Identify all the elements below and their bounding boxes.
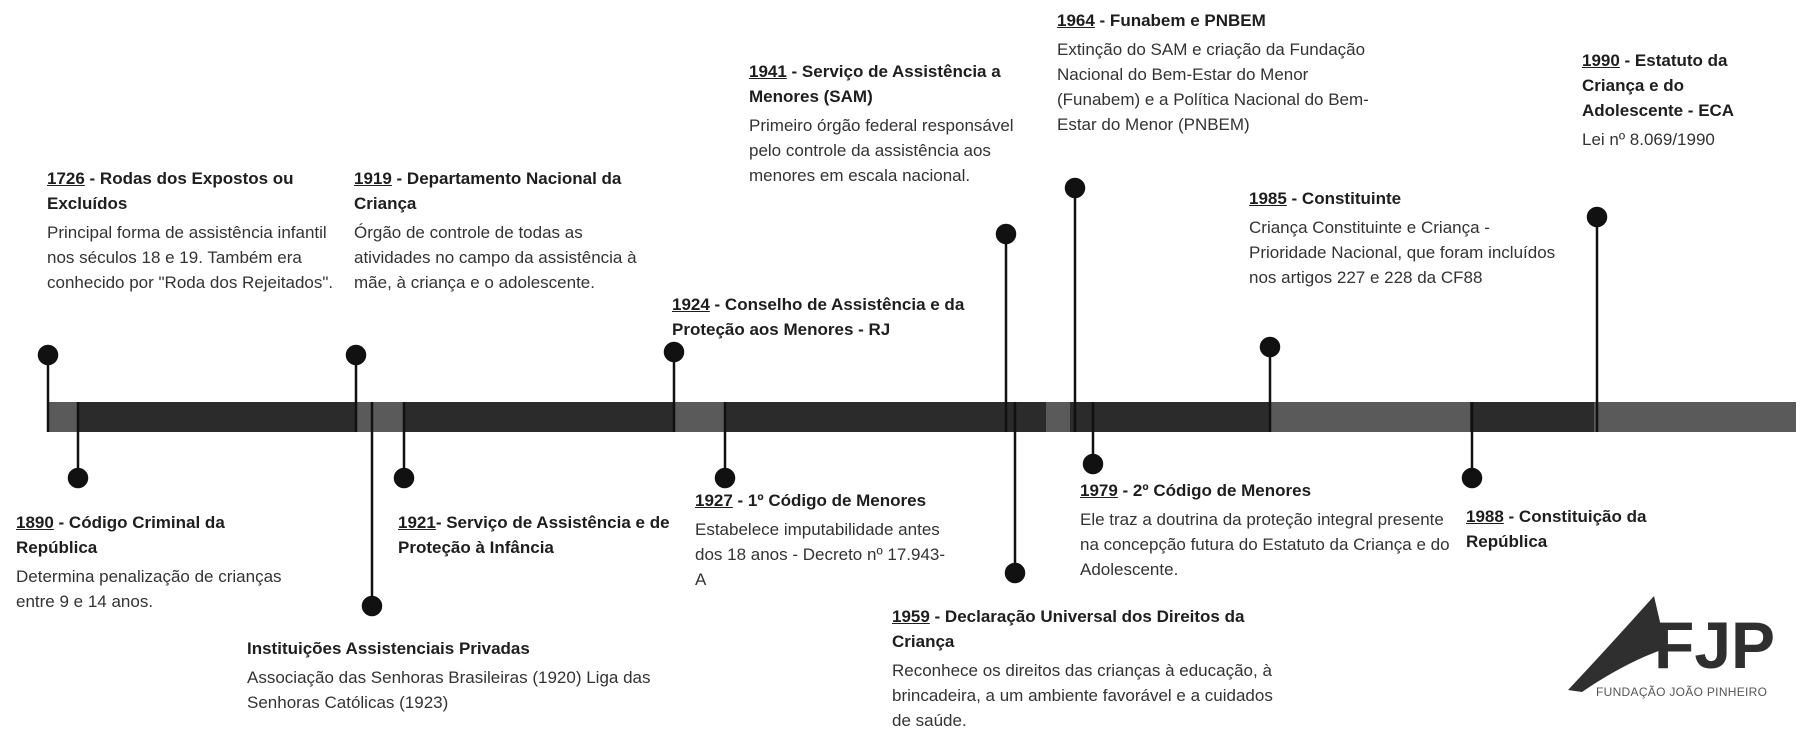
event-1919: 1919 - Departamento Nacional da Criança … [354, 166, 654, 295]
bar-segment [404, 402, 674, 432]
pin-1985 [1259, 336, 1281, 358]
event-title: - Conselho de Assistência e da Proteção … [672, 295, 965, 339]
bar-segment [674, 402, 726, 432]
pins-top [37, 177, 1608, 432]
bar-segment [48, 402, 78, 432]
event-title: - Constituinte [1286, 189, 1402, 208]
event-year: 1990 [1582, 51, 1620, 70]
event-year: 1941 [749, 62, 787, 81]
event-1921: 1921- Serviço de Assistência e de Proteç… [398, 510, 688, 564]
event-1726: 1726 - Rodas dos Expostos ou Excluídos P… [47, 166, 347, 295]
bar-segment [1594, 402, 1796, 432]
event-privadas: Instituições Assistenciais Privadas Asso… [247, 636, 667, 715]
event-title: - Constituição da República [1466, 507, 1647, 551]
event-year: 1890 [16, 513, 54, 532]
event-1979: 1979 - 2º Código de Menores Ele traz a d… [1080, 478, 1460, 582]
timeline-bar [48, 402, 1796, 432]
event-heading: 1990 - Estatuto da Criança e do Adolesce… [1582, 48, 1762, 123]
pin-privadas [361, 595, 383, 617]
event-1924: 1924 - Conselho de Assistência e da Prot… [672, 292, 1002, 346]
event-year: 1964 [1057, 11, 1095, 30]
event-heading: 1979 - 2º Código de Menores [1080, 478, 1460, 503]
bar-segment [1070, 402, 1270, 432]
event-1964: 1964 - Funabem e PNBEM Extinção do SAM e… [1057, 8, 1377, 137]
event-description: Ele traz a doutrina da proteção integral… [1080, 510, 1450, 579]
pin-1979 [1082, 453, 1104, 475]
event-heading: 1726 - Rodas dos Expostos ou Excluídos [47, 166, 347, 216]
event-description: Órgão de controle de todas as atividades… [354, 223, 637, 292]
event-description: Extinção do SAM e criação da Fundação Na… [1057, 40, 1369, 134]
event-title: - Serviço de Assistência a Menores (SAM) [749, 62, 1001, 106]
event-title: - 1º Código de Menores [732, 491, 927, 510]
pin-1964 [1064, 177, 1086, 199]
pin-1941 [995, 223, 1017, 245]
event-year: 1924 [672, 295, 710, 314]
event-1988: 1988 - Constituição da República [1466, 504, 1716, 558]
event-title: - Funabem e PNBEM [1094, 11, 1266, 30]
event-1985: 1985 - Constituinte Criança Constituinte… [1249, 186, 1564, 290]
pin-1890 [67, 467, 89, 489]
pin-1921 [393, 467, 415, 489]
pin-1927 [714, 467, 736, 489]
pins-bottom [67, 402, 1483, 617]
event-heading: Instituições Assistenciais Privadas [247, 636, 667, 661]
event-title: Instituições Assistenciais Privadas [247, 639, 530, 658]
event-heading: 1959 - Declaração Universal dos Direitos… [892, 604, 1282, 654]
bar-segment [78, 402, 356, 432]
event-description: Lei nº 8.069/1990 [1582, 130, 1715, 149]
bar-segment [356, 402, 404, 432]
event-description: Determina penalização de crianças entre … [16, 567, 282, 611]
event-title: - Serviço de Assistência e de Proteção à… [398, 513, 670, 557]
event-1941: 1941 - Serviço de Assistência a Menores … [749, 59, 1029, 188]
event-year: 1985 [1249, 189, 1287, 208]
fjp-logo: FJP [1568, 596, 1775, 692]
event-1990: 1990 - Estatuto da Criança e do Adolesce… [1582, 48, 1762, 152]
event-year: 1921 [398, 513, 436, 532]
event-title: - Estatuto da Criança e do Adolescente -… [1582, 51, 1735, 120]
pin-1924 [663, 341, 685, 363]
event-title: - Código Criminal da República [16, 513, 225, 557]
pin-1726 [37, 344, 59, 366]
event-year: 1919 [354, 169, 392, 188]
event-year: 1726 [47, 169, 85, 188]
event-description: Estabelece imputabilidade antes dos 18 a… [695, 520, 946, 589]
event-description: Criança Constituinte e Criança - Priorid… [1249, 218, 1556, 287]
event-title: - Declaração Universal dos Direitos da C… [892, 607, 1245, 651]
pin-1959 [1004, 562, 1026, 584]
event-heading: 1927 - 1º Código de Menores [695, 488, 955, 513]
event-1927: 1927 - 1º Código de Menores Estabelece i… [695, 488, 955, 592]
bar-segment [1270, 402, 1470, 432]
event-description: Primeiro órgão federal responsável pelo … [749, 116, 1014, 185]
event-heading: 1941 - Serviço de Assistência a Menores … [749, 59, 1029, 109]
event-heading: 1985 - Constituinte [1249, 186, 1564, 211]
event-heading: 1924 - Conselho de Assistência e da Prot… [672, 292, 1002, 342]
bar-segment [1046, 402, 1070, 432]
event-title: - Departamento Nacional da Criança [354, 169, 622, 213]
event-1959: 1959 - Declaração Universal dos Direitos… [892, 604, 1282, 733]
event-title: - 2º Código de Menores [1117, 481, 1312, 500]
bar-segment [1470, 402, 1594, 432]
logo-swoosh-icon [1568, 596, 1666, 692]
event-year: 1927 [695, 491, 733, 510]
event-heading: 1919 - Departamento Nacional da Criança [354, 166, 654, 216]
bar-segment [726, 402, 1046, 432]
event-title: - Rodas dos Expostos ou Excluídos [47, 169, 294, 213]
logo-subtitle: FUNDAÇÃO JOÃO PINHEIRO [1596, 685, 1768, 699]
event-heading: 1890 - Código Criminal da República [16, 510, 286, 560]
event-1890: 1890 - Código Criminal da República Dete… [16, 510, 286, 614]
event-heading: 1988 - Constituição da República [1466, 504, 1716, 554]
event-year: 1959 [892, 607, 930, 626]
event-description: Associação das Senhoras Brasileiras (192… [247, 668, 651, 712]
event-year: 1988 [1466, 507, 1504, 526]
logo-mark: FJP [1654, 608, 1775, 682]
event-year: 1979 [1080, 481, 1118, 500]
event-heading: 1921- Serviço de Assistência e de Proteç… [398, 510, 688, 560]
event-heading: 1964 - Funabem e PNBEM [1057, 8, 1377, 33]
pin-1919 [345, 344, 367, 366]
event-description: Reconhece os direitos das crianças à edu… [892, 661, 1273, 730]
pin-1990 [1586, 206, 1608, 228]
event-description: Principal forma de assistência infantil … [47, 223, 334, 292]
pin-1988 [1461, 467, 1483, 489]
